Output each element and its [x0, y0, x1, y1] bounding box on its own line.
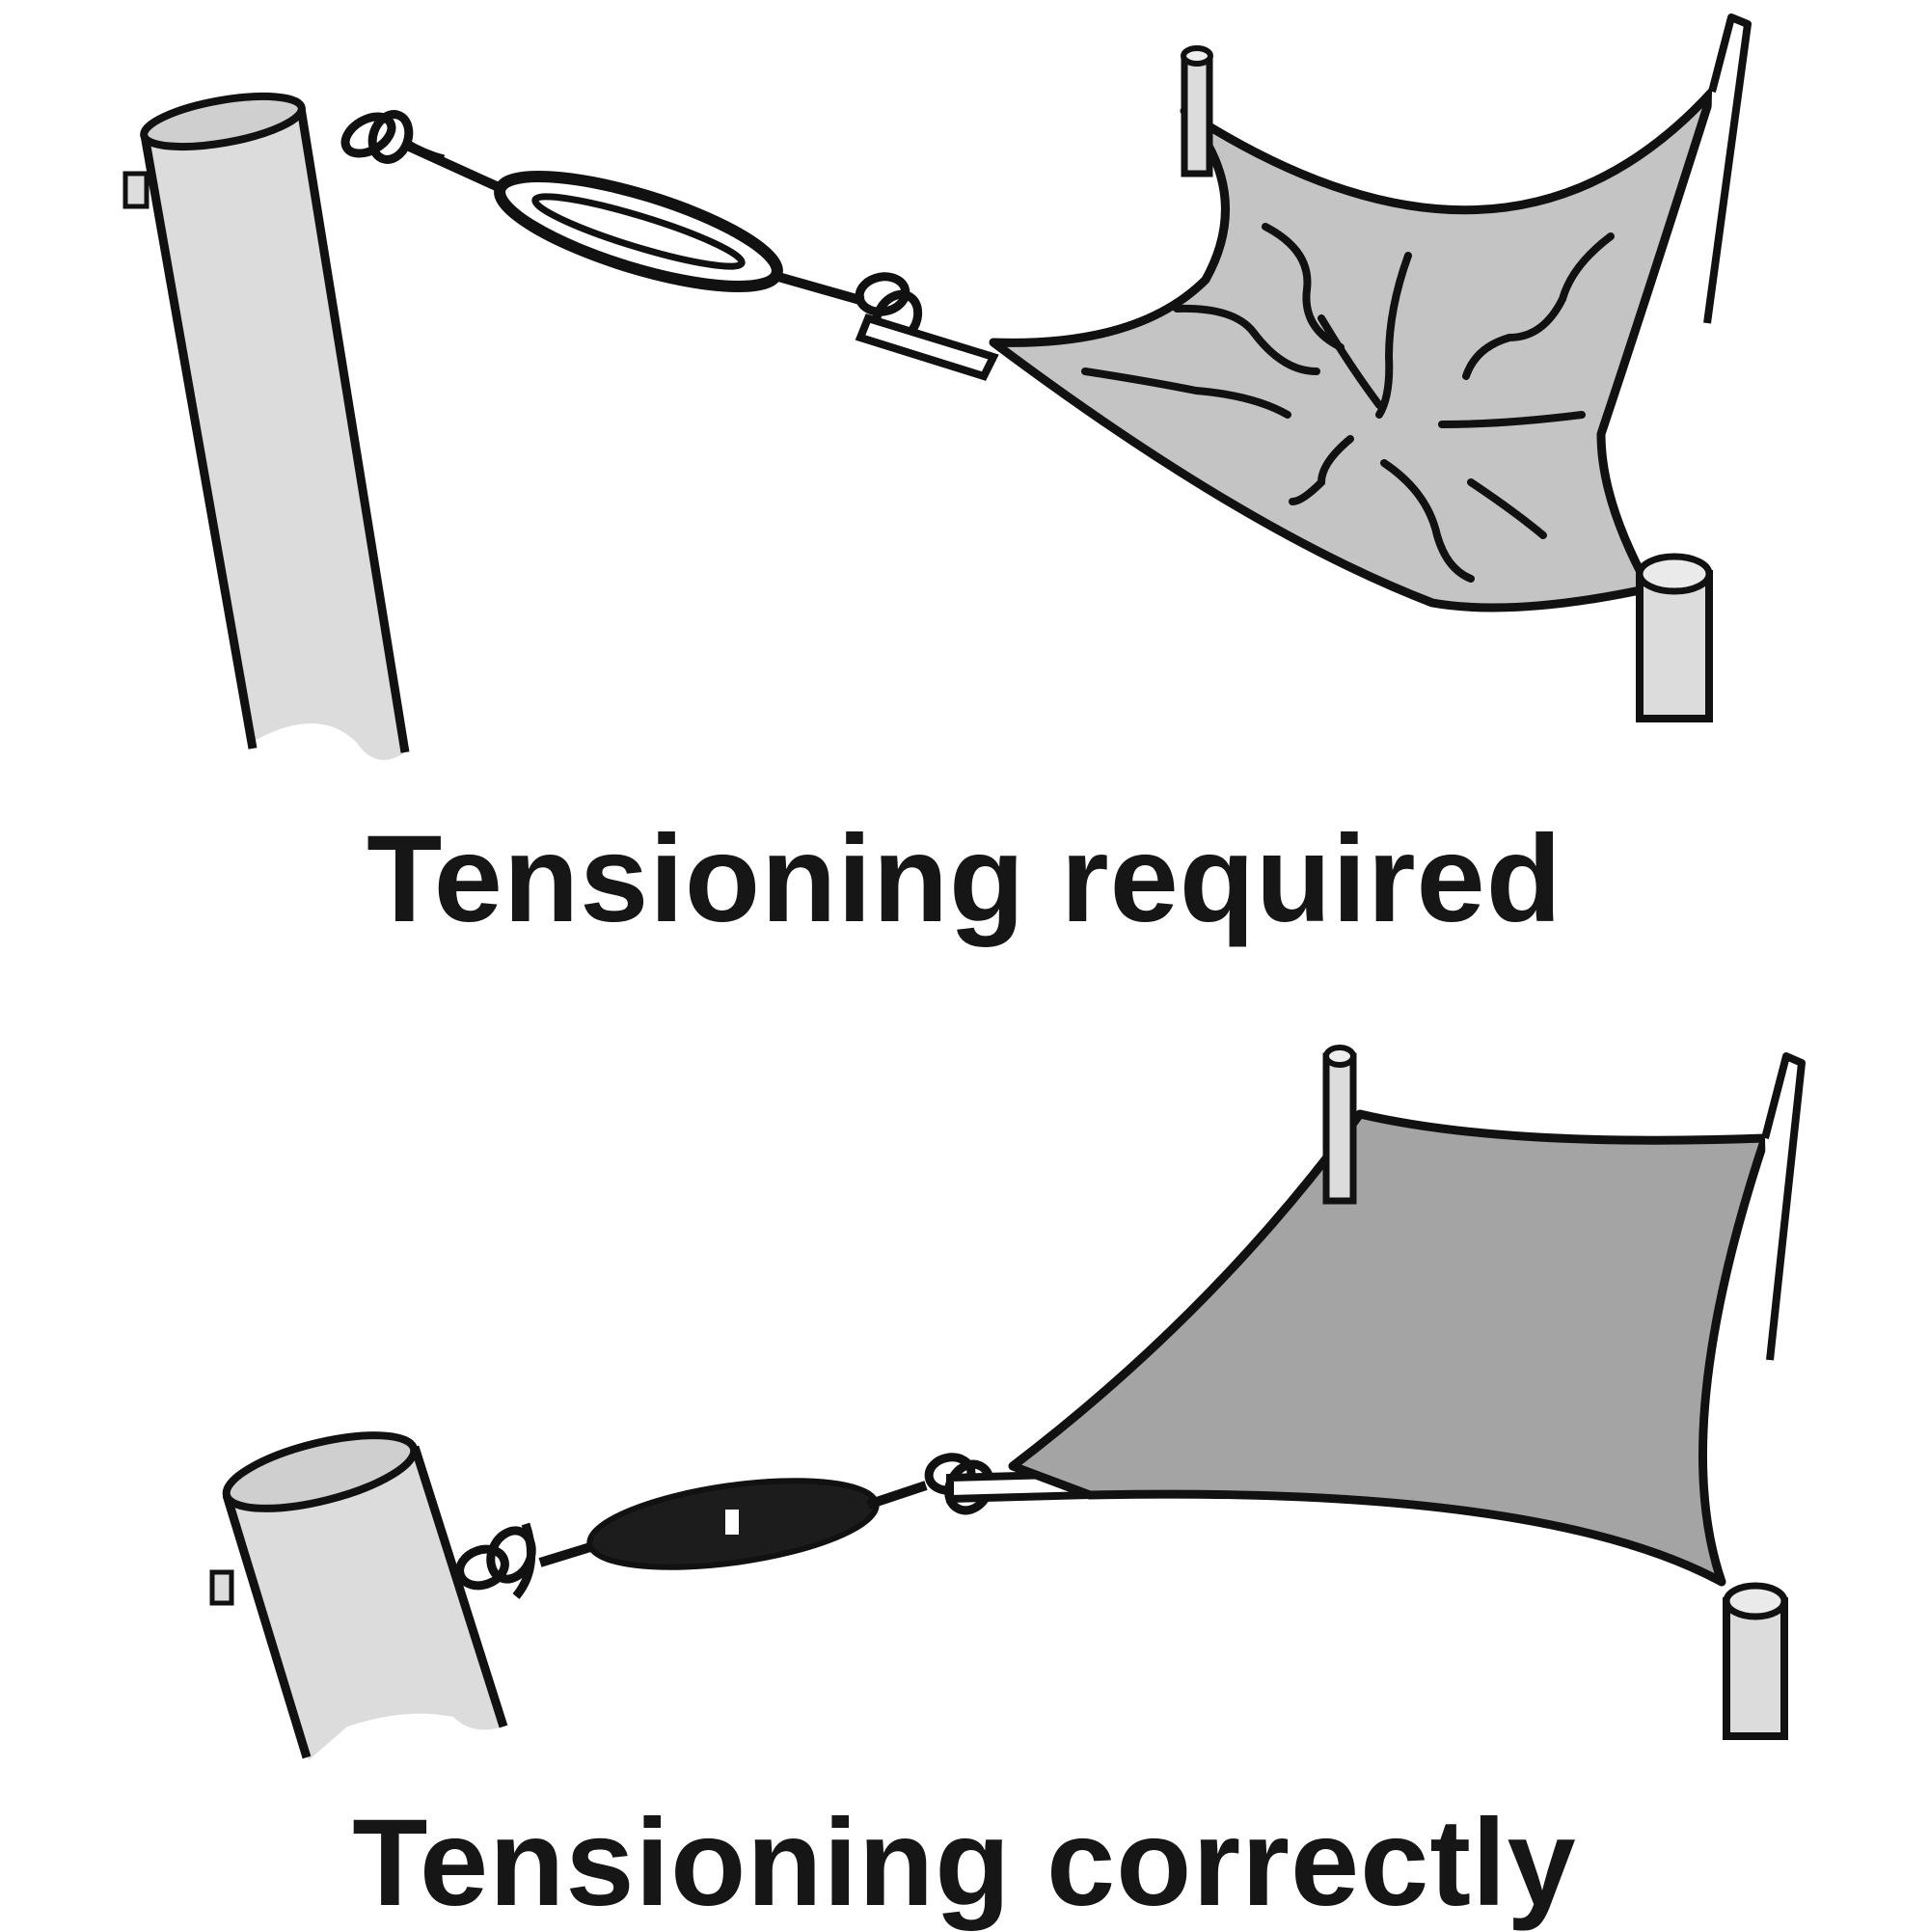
- taut-sail-svg: [209, 1045, 1806, 1760]
- turnbuckle: [402, 140, 999, 381]
- taut-sail: [1008, 1045, 1806, 1740]
- pole-bracket-icon: [209, 1569, 234, 1606]
- slack-sail: [989, 14, 1752, 722]
- sail-wrinkles: [1081, 223, 1615, 583]
- chain-links: [455, 1522, 536, 1599]
- left-pole: [122, 92, 410, 760]
- slack-sail-illustration: [0, 0, 1929, 791]
- slack-sail-svg: [122, 14, 1752, 760]
- left-pole: [209, 1431, 508, 1760]
- caption-tensioning-required: Tensioning required: [367, 810, 1562, 948]
- pole-bracket-icon: [122, 171, 149, 209]
- taut-sail-illustration: [0, 1042, 1929, 1775]
- turnbuckle: [538, 1453, 1094, 1570]
- caption-tensioning-correctly: Tensioning correctly: [352, 1794, 1577, 1932]
